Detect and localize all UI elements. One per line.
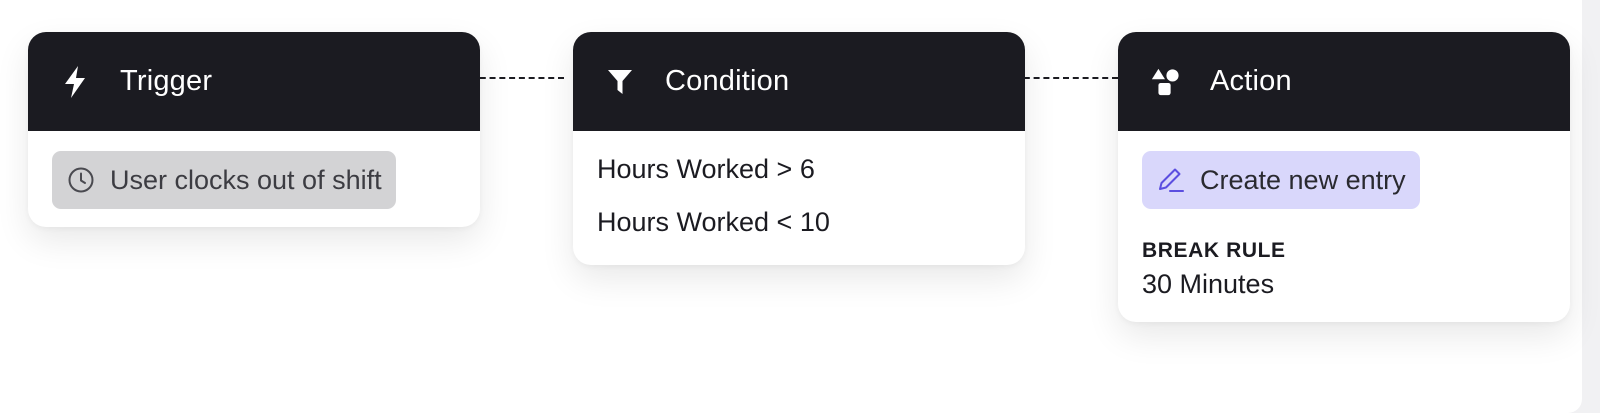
connector-trigger-condition [470, 77, 564, 79]
condition-card-header: Condition [573, 32, 1025, 131]
trigger-title: Trigger [120, 65, 213, 97]
trigger-card[interactable]: Trigger User clocks out of shift [28, 32, 480, 227]
pencil-icon [1156, 165, 1186, 195]
condition-card[interactable]: Condition Hours Worked > 6 Hours Worked … [573, 32, 1025, 265]
action-card-body: Create new entry BREAK RULE 30 Minutes [1118, 131, 1570, 322]
action-card[interactable]: Action Create new entry BREAK RULE 30 Mi… [1118, 32, 1570, 322]
create-entry-label: Create new entry [1200, 164, 1406, 195]
trigger-event-pill[interactable]: User clocks out of shift [52, 151, 396, 209]
shapes-icon [1150, 67, 1180, 97]
action-card-header: Action [1118, 32, 1570, 131]
break-rule-label: BREAK RULE [1142, 239, 1286, 262]
trigger-event-label: User clocks out of shift [110, 164, 382, 195]
condition-rule: Hours Worked > 6 [597, 154, 815, 184]
filter-funnel-icon [605, 67, 635, 97]
trigger-card-body: User clocks out of shift [28, 131, 480, 227]
clock-icon [66, 165, 96, 195]
condition-card-body: Hours Worked > 6 Hours Worked < 10 [573, 131, 1025, 265]
condition-title: Condition [665, 65, 790, 97]
create-entry-pill[interactable]: Create new entry [1142, 151, 1420, 209]
action-title: Action [1210, 65, 1292, 97]
connector-condition-action [1014, 77, 1118, 79]
lightning-bolt-icon [60, 65, 90, 98]
break-rule-value: 30 Minutes [1142, 269, 1275, 299]
condition-rule: Hours Worked < 10 [597, 207, 830, 237]
trigger-card-header: Trigger [28, 32, 480, 131]
